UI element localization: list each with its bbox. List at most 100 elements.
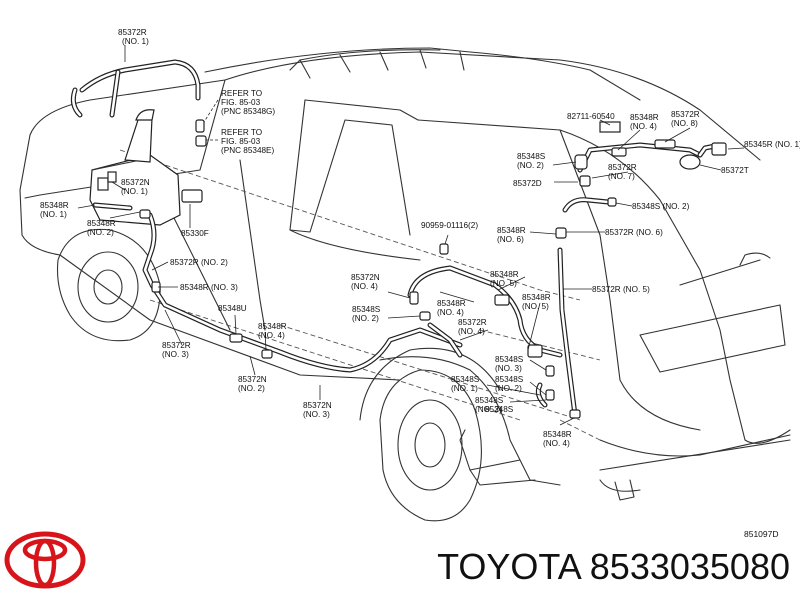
callout-85372d: 85372D [513, 179, 542, 188]
drawing-code: 851097D [744, 529, 779, 539]
callout-line: 85348U [218, 304, 247, 313]
callout-line: (NO. 4) [630, 122, 657, 131]
callout-85348r-no5-b: 85348R(NO. 5) [522, 293, 551, 311]
callout-line: (NO. 3) [162, 350, 189, 359]
callout-line: 85372R [458, 318, 487, 327]
callout-leaders [77, 45, 745, 426]
callout-85372n-no4: 85372N(NO. 4) [351, 273, 380, 291]
callout-line: (NO. 1) [451, 384, 478, 393]
callout-line: FIG. 85-03 [221, 137, 261, 146]
callout-line: (NO. 2) [475, 405, 502, 414]
callout-line: (NO. 3) [495, 364, 522, 373]
callout-85348r-no4-b: 85348R(NO. 4) [437, 299, 466, 317]
callout-line: 85348R [437, 299, 466, 308]
callout-line: (NO. 2) [87, 228, 114, 237]
callout-85348s-no2-c: 85348S(NO. 2) [475, 396, 503, 414]
callout-line: 90959-01116(2) [421, 221, 479, 230]
callout-line: (NO. 2) [352, 314, 379, 323]
callout-line: (NO. 2) [495, 384, 522, 393]
callout-line: (NO. 4) [543, 439, 570, 448]
callout-85348s-no1: 85348S(NO. 1) [451, 375, 479, 393]
callout-line: 85348R [40, 201, 69, 210]
callout-line: 85372R [118, 28, 147, 37]
callout-line: (NO. 4) [258, 331, 285, 340]
callout-line: 85348S [451, 375, 480, 384]
callout-line: 85372T [721, 166, 749, 175]
callout-line: 85345R (NO. 1) [744, 140, 800, 149]
callout-85372r-no4: 85372R(NO. 4) [458, 318, 487, 336]
callout-85348s: 85348S [485, 405, 513, 414]
callout-85372n-no3: 85372N(NO. 3) [303, 401, 332, 419]
callout-85372r-no3: 85372R(NO. 3) [162, 341, 191, 359]
callout-line: 85348S [495, 375, 524, 384]
callout-85372r-no2: 85372R (NO. 2) [170, 258, 228, 267]
callout-line: (NO. 1) [122, 37, 149, 46]
callout-line: 85348R [258, 322, 287, 331]
callout-line: 85348S [495, 355, 524, 364]
hose-connectors [139, 119, 727, 419]
callout-line: (PNC 85348G) [221, 107, 276, 116]
callout-85348r-no3: 85348R (NO. 3) [180, 283, 238, 292]
callout-85372t: 85372T [721, 166, 749, 175]
callout-line: 85348R [497, 226, 526, 235]
callout-85330f: 85330F [181, 229, 209, 238]
vehicle-body-outline [19, 47, 791, 522]
callout-85372r-no7: 85372R(NO. 7) [608, 163, 637, 181]
callout-line: (NO. 4) [351, 282, 378, 291]
callout-line: 85372R [671, 110, 700, 119]
callout-line: (NO. 8) [671, 119, 698, 128]
callout-line: (NO. 2) [238, 384, 265, 393]
callout-line: 85330F [181, 229, 209, 238]
callout-line: 85372R [162, 341, 191, 350]
callout-85348s-no2-a: 85348S(NO. 2) [352, 305, 380, 323]
callout-line: 85372N [303, 401, 332, 410]
callout-85348s-no2-d: 85348S(NO. 2) [517, 152, 545, 170]
callout-82711-60540: 82711-60540 [567, 112, 615, 121]
callout-85372n-no2: 85372N(NO. 2) [238, 375, 267, 393]
callout-line: 85372N [351, 273, 380, 282]
callout-line: (NO. 1) [40, 210, 67, 219]
callout-line: (NO. 7) [608, 172, 635, 181]
callout-line: (NO. 4) [458, 327, 485, 336]
callout-85372r-no1: 85372R(NO. 1) [118, 28, 149, 46]
callout-line: 85372R [608, 163, 637, 172]
callout-line: (NO. 6) [497, 235, 524, 244]
callout-line: (PNC 85348E) [221, 146, 275, 155]
callout-line: (NO. 5) [490, 279, 517, 288]
callout-line: 85348R [490, 270, 519, 279]
callout-line: (NO. 1) [121, 187, 148, 196]
callout-line: 85372N [121, 178, 150, 187]
callout-line: 85348R [630, 113, 659, 122]
callout-85348u: 85348U [218, 304, 247, 313]
callout-85348s-no2-e: 85348S (NO. 2) [632, 202, 689, 211]
callout-line: 85348S [352, 305, 381, 314]
callout-85348s-no2-b: 85348S(NO. 2) [495, 375, 523, 393]
callout-line: 85372R (NO. 5) [592, 285, 650, 294]
callout-85348r-no6: 85348R(NO. 6) [497, 226, 526, 244]
callout-85348r-no2: 85348R(NO. 2) [87, 219, 116, 237]
callout-line: 85348S [485, 405, 514, 414]
callout-line: 85372R (NO. 2) [170, 258, 228, 267]
callout-line: FIG. 85-03 [221, 98, 261, 107]
callout-85372r-no8: 85372R(NO. 8) [671, 110, 700, 128]
callout-line: 85348R (NO. 3) [180, 283, 238, 292]
callout-line: 82711-60540 [567, 112, 615, 121]
callout-90959-01116: 90959-01116(2) [421, 221, 478, 230]
callout-line: (NO. 5) [522, 302, 549, 311]
toyota-logo-icon [4, 531, 86, 589]
callout-line: 85372D [513, 179, 542, 188]
callout-line: 85348S [517, 152, 546, 161]
callout-85372r-no6: 85372R (NO. 6) [605, 228, 663, 237]
callout-85348s-no3: 85348S(NO. 3) [495, 355, 523, 373]
callout-line: (NO. 3) [303, 410, 330, 419]
callout-85348r-no4-a: 85348R(NO. 4) [258, 322, 287, 340]
callout-line: 85348R [87, 219, 116, 228]
callout-85348r-no4-c: 85348R(NO. 4) [543, 430, 572, 448]
callout-85372n-no1: 85372N(NO. 1) [121, 178, 150, 196]
callout-line: 85348R [543, 430, 572, 439]
callout-line: 85372R (NO. 6) [605, 228, 663, 237]
callout-line: REFER TO [221, 89, 263, 98]
